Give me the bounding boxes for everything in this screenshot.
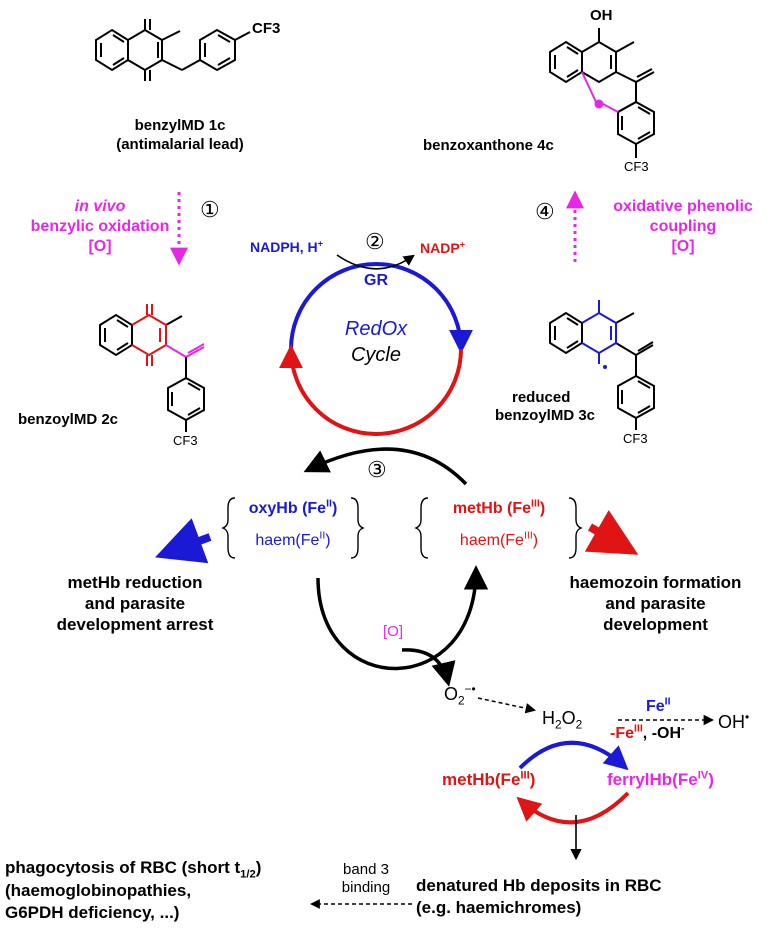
band3-line1: band 3 — [343, 861, 389, 878]
fe2-catalyst-label: FeII — [646, 695, 671, 715]
cf3-label-2c: CF3 — [173, 433, 198, 448]
phagocytosis-line3: G6PDH deficiency, ...) — [5, 903, 180, 922]
arrow-ferrylhb-to-methb — [516, 791, 630, 825]
arrow-methb-to-ferrylhb — [518, 740, 629, 771]
step-4-line3: [O] — [671, 238, 695, 255]
ferrylhb-label: ferrylHb(FeIV) — [607, 769, 714, 789]
step-4-number: ④ — [535, 199, 555, 224]
cycle-label-cycle: Cycle — [350, 344, 401, 366]
cycle-arc-blue — [289, 262, 473, 354]
step-4-line2: coupling — [649, 218, 717, 235]
denatured-hb-deposits-line1: denatured Hb deposits in RBC — [416, 876, 662, 895]
cf3-label-1c: CF3 — [252, 20, 281, 37]
band3-line2: binding — [341, 879, 391, 896]
oxidation-label: [O] — [383, 623, 404, 640]
hydrogen-peroxide-label: H2O2 — [542, 708, 583, 732]
arrow-to-haemozoin — [584, 510, 639, 555]
reduced-benzoylmd-3c-line1: reduced — [512, 389, 571, 406]
benzylmd-1c-name: benzylMD 1c — [134, 117, 226, 134]
benzylmd-1c-note: (antimalarial lead) — [116, 136, 244, 153]
benzoxanthone-4c-name: benzoxanthone 4c — [423, 137, 554, 154]
methb-reduction-line1: metHb reduction — [67, 573, 203, 592]
benzoylmd-2c-name: benzoylMD 2c — [18, 411, 119, 428]
haemozoin-line1: haemozoin formation — [569, 573, 742, 592]
oxyhb-label: oxyHb (FeII) — [248, 497, 338, 517]
superoxide-label: O2−• — [444, 682, 476, 708]
structure-reduced-benzoylmd-3c — [549, 300, 655, 430]
structure-benzoylmd-2c — [99, 304, 205, 432]
fe3-byproduct-label: -FeIII, -OH- — [610, 722, 685, 742]
step-1-number: ① — [200, 197, 220, 222]
oh-label-4c: OH — [590, 7, 613, 24]
brace-oxyhb — [221, 497, 365, 559]
phagocytosis-line1: phagocytosis of RBC (short t1/2) — [5, 858, 262, 881]
methb-label: metHb (FeIII) — [452, 497, 546, 517]
nadph-label: NADPH, H+ — [250, 238, 324, 255]
step-4-line1: oxidative phenolic — [613, 198, 753, 215]
reduced-benzoylmd-3c-line2: benzoylMD 3c — [495, 407, 596, 424]
brace-methb — [414, 497, 583, 559]
denatured-hb-deposits-line2: (e.g. haemichromes) — [416, 898, 582, 917]
gr-enzyme-label: GR — [364, 272, 388, 289]
methb-reduction-line3: development arrest — [56, 615, 214, 634]
step-2-number: ② — [365, 229, 385, 254]
arrow-superoxide-to-h2o2 — [477, 697, 537, 714]
cf3-label-3c: CF3 — [623, 431, 648, 446]
step-1-line1: in vivo — [74, 198, 126, 215]
nadp-label: NADP+ — [420, 239, 466, 256]
haem-fe3-label: haem(FeIII) — [459, 529, 539, 549]
phagocytosis-line2: (haemoglobinopathies, — [5, 881, 192, 900]
structure-benzoxanthone-4c — [549, 28, 655, 158]
structure-benzylmd-1c — [95, 19, 251, 81]
arrow-step-3 — [303, 447, 468, 486]
hydroxyl-radical-label: OH• — [718, 710, 750, 732]
methb-fe3-label: metHb(FeIII) — [442, 769, 536, 789]
step-1-line3: [O] — [88, 238, 112, 255]
haem-fe2-label: haem(FeII) — [255, 529, 331, 549]
arrow-to-methb-reduction — [154, 518, 212, 564]
arrow-to-superoxide — [401, 648, 456, 687]
arrow-oxyhb-to-methb — [316, 565, 489, 671]
step-1-line2: benzylic oxidation — [30, 218, 170, 235]
cycle-arc-red — [279, 344, 463, 436]
step-3-number: ③ — [367, 457, 387, 482]
cycle-label-redox: RedOx — [344, 318, 408, 340]
arrow-step-2 — [336, 254, 415, 270]
haemozoin-line3: development — [603, 615, 708, 634]
cf3-label-4c: CF3 — [624, 159, 649, 174]
methb-reduction-line2: and parasite — [84, 594, 186, 613]
haemozoin-line2: and parasite — [605, 594, 706, 613]
